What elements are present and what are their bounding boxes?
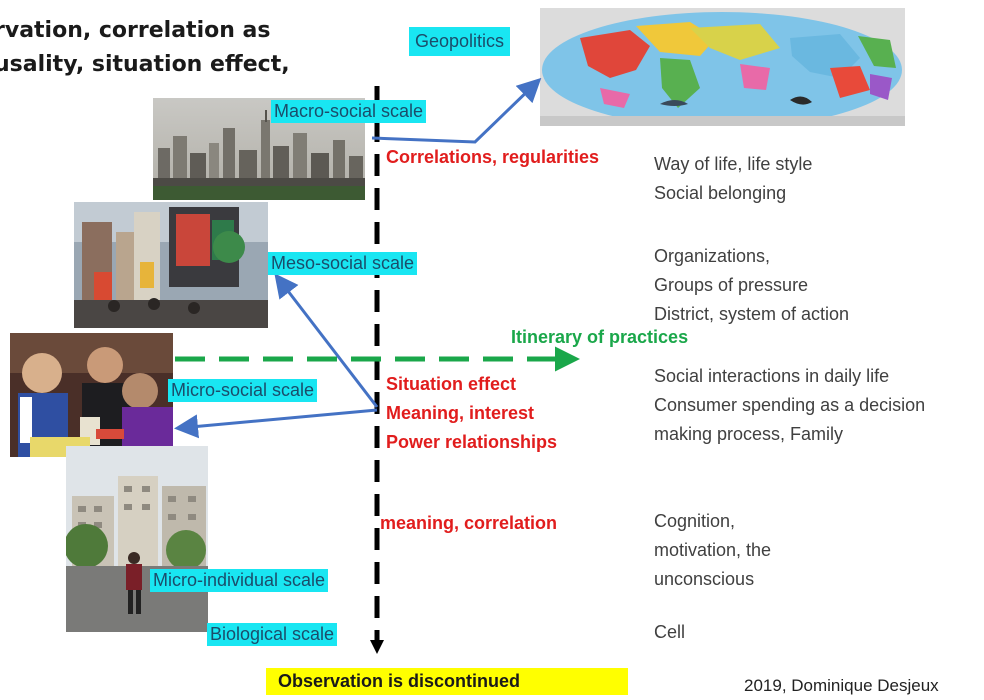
micro-social-scale-label: Micro-social scale [168,379,318,402]
world-map-image [540,8,905,126]
biological-description: Cell [654,622,686,642]
desc-line: Social belonging [654,183,787,203]
title-line-1: rvation, correlation as [0,18,271,43]
desc-line: Consumer spending as a decision [654,395,926,415]
credit-text: 2019, Dominique Desjeux [744,676,939,695]
macro-to-map-arrow [371,77,542,144]
situation-effect-text: Situation effect [386,374,517,394]
people-eating-photo [10,333,173,457]
desc-line: making process, Family [654,424,844,444]
geopolitics-label: Geopolitics [409,27,511,56]
city-skyline-photo [153,98,365,200]
meso-description: Organizations, Groups of pressure Distri… [654,242,849,329]
micro-individual-scale-label: Micro-individual scale [150,569,329,592]
power-relationships-text: Power relationships [386,432,558,452]
desc-line: Organizations, [654,246,771,266]
macro-social-scale-label: Macro-social scale [271,100,427,123]
correlations-text: Correlations, regularities [386,147,600,167]
biological-scale-label: Biological scale [207,623,338,646]
desc-line: District, system of action [654,304,850,324]
residential-street-photo [66,446,208,632]
desc-line: Cognition, [654,511,736,531]
meaning-correlation-text: meaning, correlation [380,513,558,533]
desc-line: Way of life, life style [654,154,813,174]
axis-arrowhead [370,640,384,654]
meso-social-scale-label: Meso-social scale [268,252,418,275]
micro-description: Social interactions in daily life Consum… [654,362,925,449]
observation-discontinued-banner: Observation is discontinued [266,668,628,695]
title-line-2: usality, situation effect, [0,52,290,77]
desc-line: motivation, the [654,540,772,560]
desc-line: Groups of pressure [654,275,809,295]
macro-description: Way of life, life style Social belonging [654,150,812,208]
to-micro-arrow [174,408,378,439]
individual-description: Cognition, motivation, the unconscious [654,507,771,594]
to-meso-arrow [274,273,379,408]
desc-line: Social interactions in daily life [654,366,890,386]
desc-line: unconscious [654,569,755,589]
itinerary-of-practices-label: Itinerary of practices [511,327,689,347]
meaning-interest-text: Meaning, interest [386,403,535,423]
street-scene-photo [74,202,268,328]
